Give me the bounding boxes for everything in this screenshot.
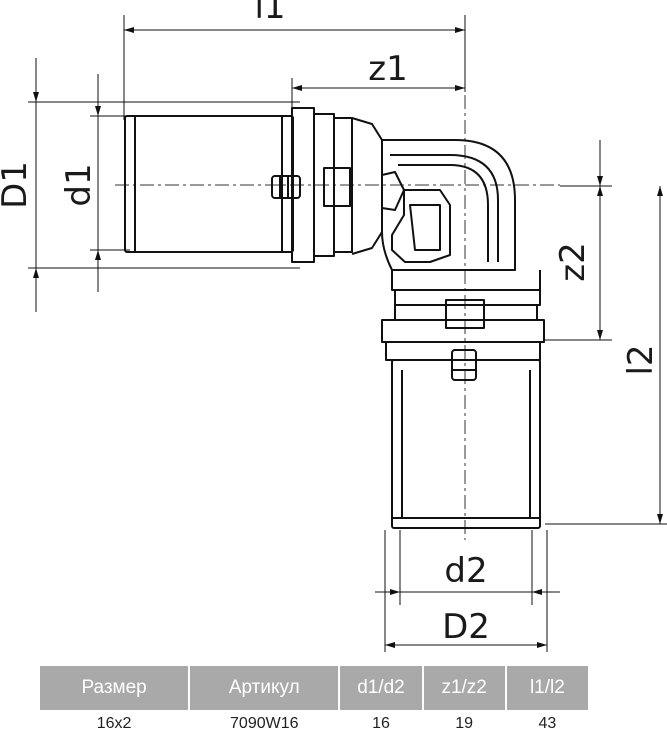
header-d1-d2: d1/d2 bbox=[340, 666, 422, 710]
dim-z2: z2 bbox=[553, 242, 593, 281]
dim-D1: D1 bbox=[0, 161, 35, 209]
header-size: Размер bbox=[40, 666, 189, 710]
dim-z1: z1 bbox=[368, 49, 407, 89]
centerlines bbox=[115, 95, 560, 540]
dim-l1: l1 bbox=[254, 0, 285, 27]
dimension-lines bbox=[28, 15, 667, 652]
table-row: 16x2 7090W16 16 19 43 bbox=[40, 710, 588, 736]
cell-size: 16x2 bbox=[96, 715, 132, 732]
cell-d1-d2: 16 bbox=[372, 715, 390, 732]
cell-l1-l2: 43 bbox=[538, 715, 557, 732]
bottom-sleeve bbox=[391, 359, 541, 529]
table-header-row: Размер Артикул d1/d2 z1/z2 l1/l2 bbox=[40, 666, 588, 710]
dim-d1: d1 bbox=[59, 163, 99, 206]
spec-table: Размер Артикул d1/d2 z1/z2 l1/l2 16x2 70… bbox=[38, 666, 590, 736]
dimension-labels: l1 z1 D1 d1 z2 l2 d2 D2 bbox=[0, 0, 661, 647]
header-z1-z2: z1/z2 bbox=[423, 666, 505, 710]
header-article: Артикул bbox=[190, 666, 339, 710]
fitting-body bbox=[124, 107, 545, 529]
cell-article: 7090W16 bbox=[230, 715, 299, 732]
dim-l2: l2 bbox=[621, 344, 661, 375]
left-sleeve bbox=[124, 115, 294, 253]
dim-d2: d2 bbox=[444, 551, 487, 591]
cell-z1-z2: 19 bbox=[455, 715, 474, 732]
technical-drawing: l1 z1 D1 d1 z2 l2 d2 D2 bbox=[0, 0, 667, 652]
header-l1-l2: l1/l2 bbox=[506, 666, 588, 710]
dim-D2: D2 bbox=[442, 607, 490, 647]
